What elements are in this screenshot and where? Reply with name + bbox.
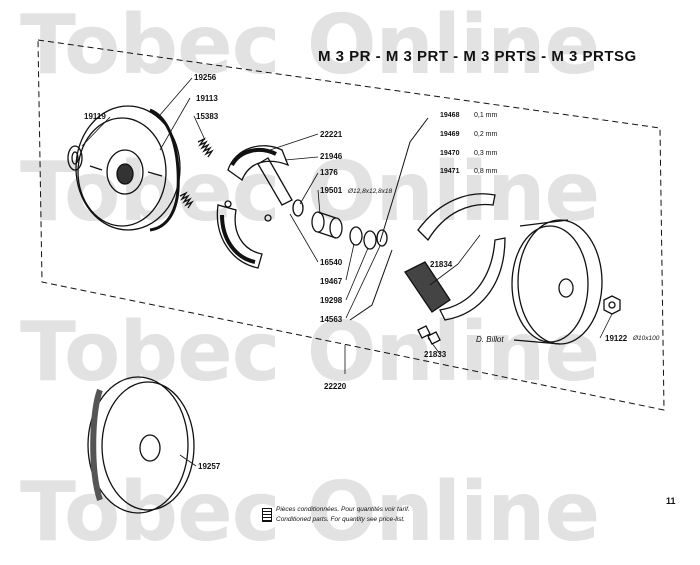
footnote-line-1: Pièces conditionnées. Pour quantités voi… — [276, 506, 410, 513]
spring-19113 — [197, 137, 214, 158]
clutch-drum-19256 — [75, 105, 181, 232]
label-21833: 21833 — [424, 350, 447, 359]
cover-drum — [511, 219, 603, 345]
label-1376: 1376 — [320, 168, 338, 177]
label-19119: 19119 — [84, 112, 106, 121]
footnote-icon — [262, 508, 272, 522]
thickness-value: 0,1 mm — [474, 112, 498, 119]
label-19298: 19298 — [320, 296, 343, 305]
thickness-part: 19471 — [440, 168, 460, 175]
spring-15383 — [179, 191, 194, 209]
thickness-value: 0,8 mm — [474, 168, 498, 175]
spec-19122: Ø10x100 — [633, 335, 660, 342]
bushing-1376 — [292, 199, 304, 217]
shoe-assembly-22221 — [216, 145, 293, 269]
drum-19257 — [87, 376, 195, 514]
thickness-value: 0,2 mm — [474, 131, 498, 138]
clip-21833 — [417, 325, 441, 345]
spec-19501: Ø12,8x12,8x18 — [348, 188, 393, 195]
watermark-row-1: Tobec Online — [20, 0, 600, 93]
nut-19122 — [603, 295, 621, 315]
ring-19298 — [363, 230, 377, 250]
label-16540: 16540 — [320, 258, 343, 267]
thickness-value: 0,3 mm — [474, 150, 498, 157]
watermark-row-2: Tobec Online — [20, 145, 600, 240]
thickness-part: 19468 — [440, 112, 460, 119]
label-19122: 19122 — [605, 334, 628, 343]
brake-band-21834 — [404, 193, 506, 321]
assembly-outline — [37, 39, 665, 411]
watermark-row-4: Tobec Online — [20, 465, 600, 560]
model-title: M 3 PR - M 3 PRT - M 3 PRTS - M 3 PRTSG — [318, 48, 637, 65]
label-19501: 19501 — [320, 186, 343, 195]
signature: D. Billot — [476, 335, 504, 344]
ring-19467 — [349, 226, 363, 246]
footnote-line-2: Conditioned parts. For quantity see pric… — [276, 516, 405, 523]
label-22220: 22220 — [324, 382, 347, 391]
needle-bearing-19501 — [311, 211, 343, 239]
watermark-row-3: Tobec Online — [20, 305, 600, 400]
label-19467: 19467 — [320, 277, 343, 286]
label-15383: 15383 — [196, 112, 219, 121]
label-19256: 19256 — [194, 73, 217, 82]
label-21834: 21834 — [430, 260, 453, 269]
label-19113: 19113 — [196, 94, 218, 103]
label-22221: 22221 — [320, 130, 343, 139]
page-number: 11 — [666, 496, 676, 506]
thickness-part: 19470 — [440, 150, 460, 157]
label-19257: 19257 — [198, 462, 221, 471]
label-21946: 21946 — [320, 152, 343, 161]
thickness-part: 19469 — [440, 131, 460, 138]
label-14563: 14563 — [320, 315, 343, 324]
ring-14563 — [376, 229, 388, 247]
washer-19119 — [67, 145, 83, 171]
